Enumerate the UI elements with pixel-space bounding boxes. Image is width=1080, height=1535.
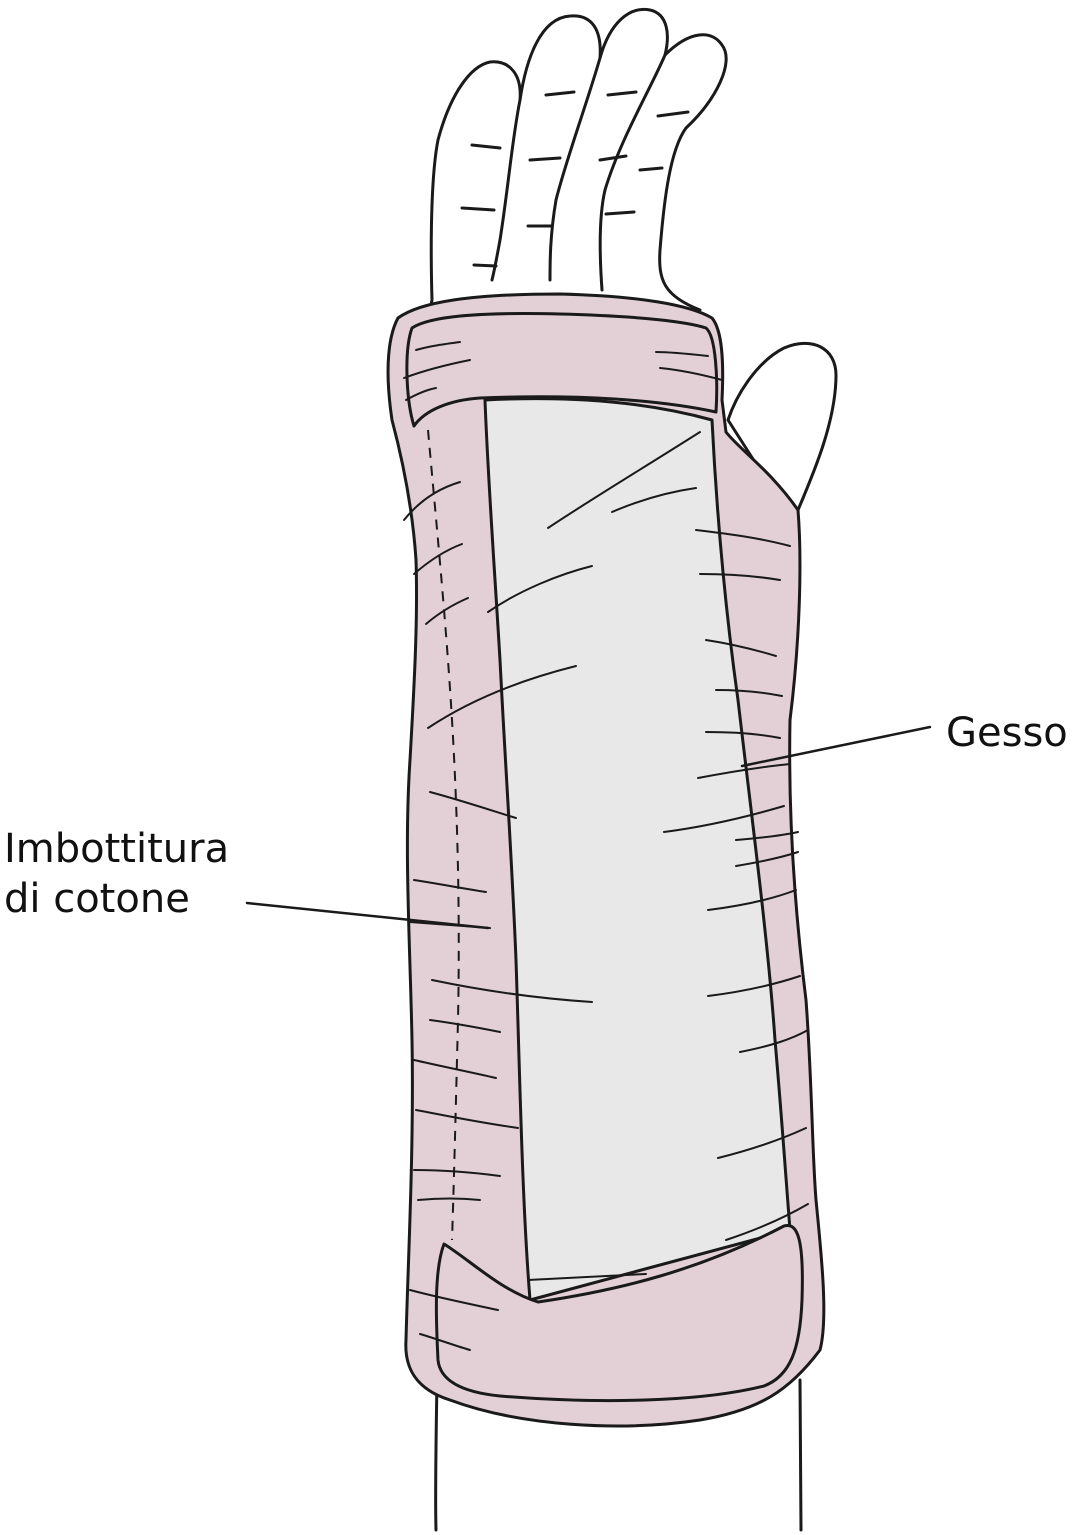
leader-lines — [245, 725, 932, 930]
knuckle-crease — [656, 110, 690, 118]
hand — [428, 7, 728, 312]
finger-separator — [598, 53, 667, 292]
texture-stroke — [413, 1169, 501, 1177]
forearm — [434, 1378, 803, 1532]
texture-stroke — [739, 1029, 809, 1053]
bottom-strap — [434, 1223, 804, 1403]
leader-line-cotton — [245, 901, 490, 930]
texture-stroke — [705, 731, 781, 739]
leader-line-plaster — [740, 725, 932, 768]
texture-stroke — [415, 1109, 519, 1129]
texture-stroke — [427, 665, 577, 729]
padding-dashed-line — [427, 429, 460, 1241]
knuckle-crease — [472, 263, 498, 268]
texture-stroke — [735, 851, 799, 867]
knuckle-crease — [606, 90, 638, 97]
knuckle-crease — [598, 154, 628, 162]
thumb — [726, 341, 838, 512]
texture-stroke — [417, 1197, 481, 1201]
plaster-splint — [483, 397, 792, 1302]
texture-stroke — [659, 367, 723, 381]
texture-stroke — [413, 543, 463, 575]
texture-stroke — [425, 597, 469, 625]
texture-stroke — [655, 351, 709, 357]
texture-stroke — [735, 831, 799, 841]
top-strap — [405, 312, 719, 428]
texture-stroke — [695, 529, 791, 547]
texture-stroke — [707, 889, 797, 911]
texture-stroke — [429, 1019, 501, 1033]
texture-stroke — [415, 341, 461, 351]
texture-stroke — [413, 879, 487, 893]
texture-stroke — [403, 481, 461, 521]
finger-separator — [548, 56, 602, 282]
texture-stroke — [663, 805, 785, 833]
knuckle-crease — [604, 210, 636, 216]
texture-stroke — [611, 487, 697, 513]
texture-stroke — [715, 689, 783, 697]
texture-stroke — [725, 1203, 809, 1241]
texture-stroke — [487, 565, 593, 613]
texture-stroke — [547, 431, 701, 529]
label-cotton-padding-line1: Imbottitura — [4, 826, 230, 872]
texture-lines — [403, 341, 809, 1351]
texture-stroke — [419, 1333, 471, 1351]
knuckle-crease — [544, 90, 576, 97]
texture-stroke — [431, 979, 593, 1003]
texture-stroke — [409, 1289, 499, 1311]
texture-stroke — [405, 387, 437, 401]
texture-stroke — [697, 763, 791, 779]
knuckle-crease — [460, 206, 496, 212]
texture-stroke — [403, 359, 471, 379]
forearm-left-edge — [434, 1378, 439, 1532]
texture-stroke — [413, 1059, 497, 1079]
forearm-right-edge — [798, 1378, 803, 1532]
label-plaster: Gesso — [946, 710, 1068, 756]
texture-stroke — [705, 639, 777, 657]
knuckle-crease — [470, 143, 502, 150]
label-cotton-padding-line2: di cotone — [4, 876, 190, 922]
texture-stroke — [717, 1127, 807, 1159]
texture-stroke — [429, 791, 517, 819]
knuckle-crease — [528, 156, 562, 162]
knuckle-crease — [638, 166, 664, 172]
texture-stroke — [699, 573, 781, 581]
texture-stroke — [527, 1273, 647, 1281]
texture-stroke — [707, 975, 801, 997]
finger-separator — [490, 98, 522, 282]
